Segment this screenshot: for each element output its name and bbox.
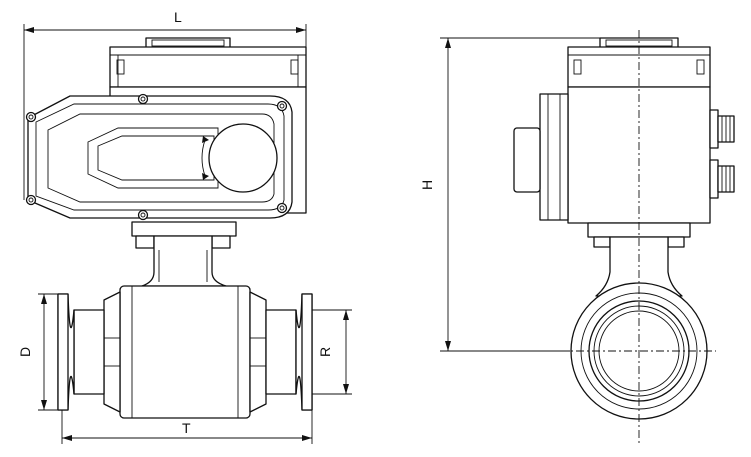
- centerlines: [560, 30, 716, 446]
- valve-body: [57, 285, 313, 419]
- dimension-h: H: [419, 37, 600, 352]
- cable-glands: [709, 109, 735, 199]
- side-view: H: [419, 30, 735, 446]
- dimension-l: L: [23, 9, 307, 200]
- position-indicator: [201, 123, 278, 193]
- dimension-t: T: [61, 410, 313, 444]
- label-r: R: [317, 347, 333, 357]
- front-view: L D R T: [17, 9, 352, 444]
- label-l: L: [174, 9, 182, 25]
- cover-screws: [25, 93, 288, 221]
- mounting-bracket: [131, 221, 237, 287]
- label-d: D: [17, 347, 33, 357]
- label-h: H: [419, 180, 435, 190]
- side-actuator-housing: [513, 37, 711, 224]
- dimension-d: D: [17, 293, 58, 411]
- label-t: T: [182, 420, 191, 436]
- dimension-r: R: [312, 309, 352, 395]
